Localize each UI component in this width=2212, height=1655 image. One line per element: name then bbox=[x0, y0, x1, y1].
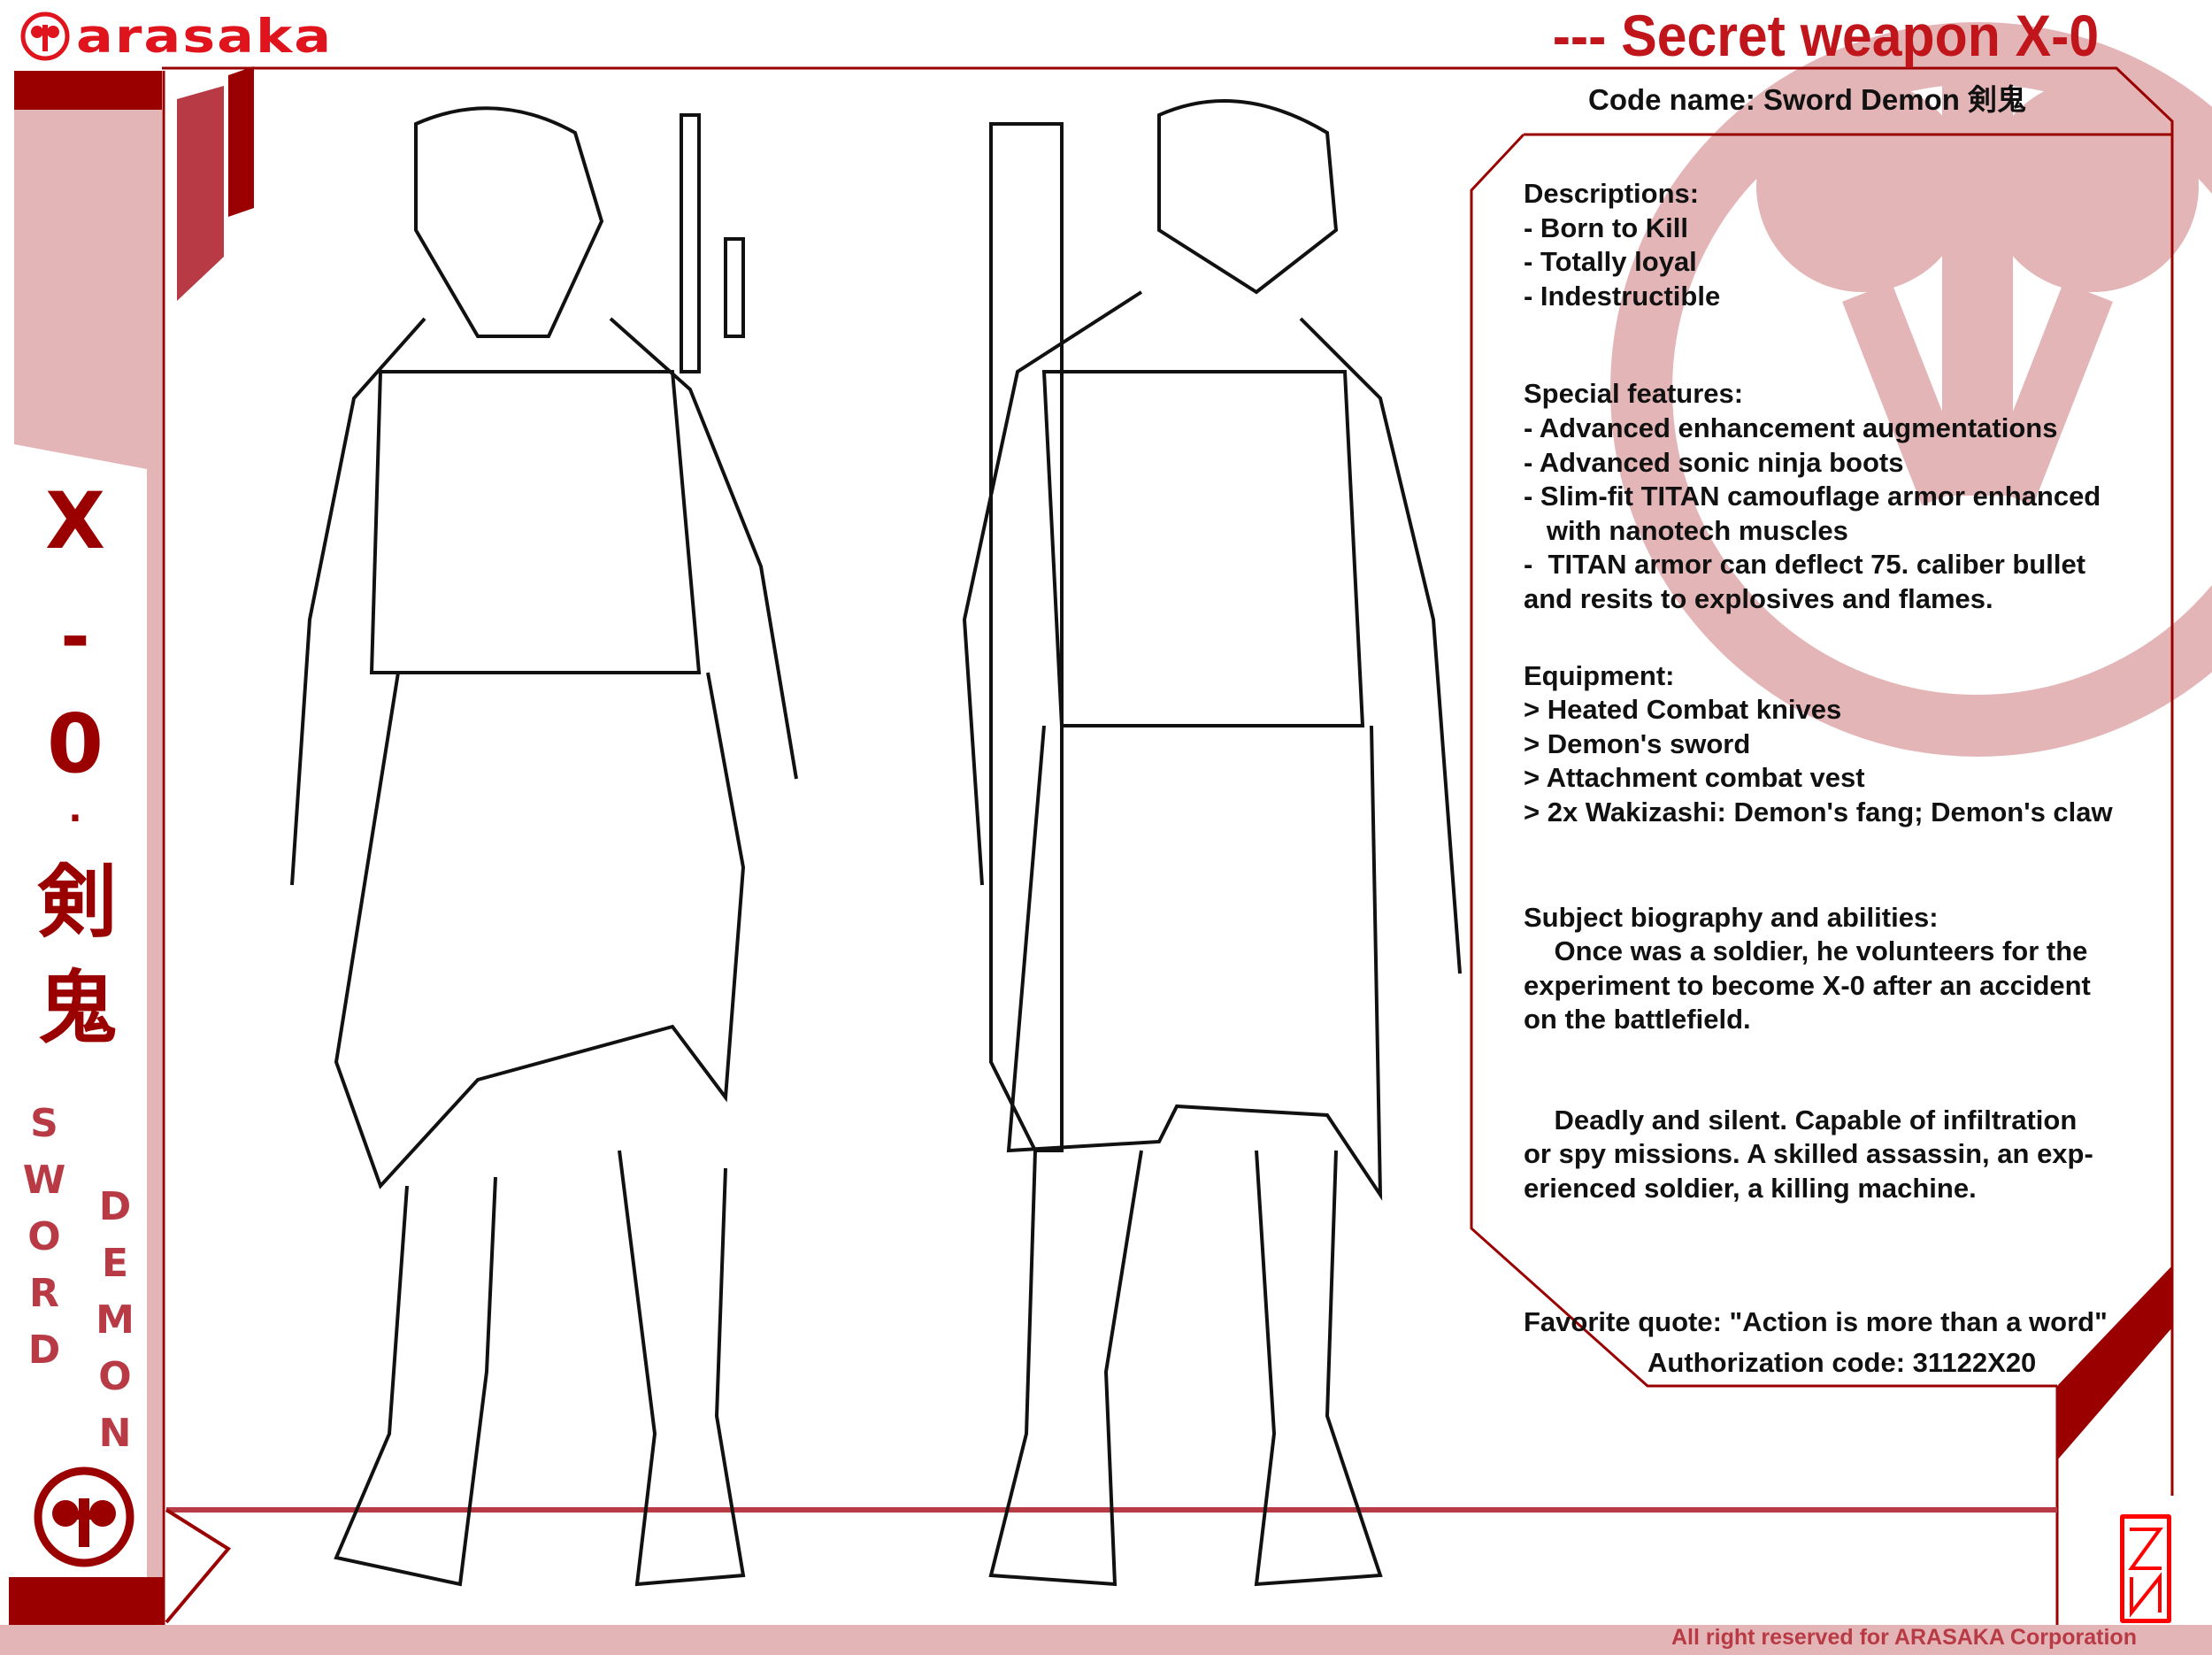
designation-dot: · bbox=[68, 798, 82, 839]
info-line: or spy missions. A skilled assassin, an … bbox=[1524, 1138, 2093, 1170]
info-line: Deadly and silent. Capable of infiltrati… bbox=[1524, 1104, 2078, 1135]
info-line: - Totally loyal bbox=[1524, 246, 1697, 278]
arasaka-emblem-icon bbox=[34, 1466, 134, 1567]
info-line: - Born to Kill bbox=[1524, 212, 1688, 243]
signature-stamp: ZИ bbox=[2120, 1514, 2171, 1623]
authorization-code: Authorization code: 31122X20 bbox=[1647, 1347, 2037, 1378]
info-line: - TITAN armor can deflect 75. caliber bu… bbox=[1524, 549, 2086, 581]
footer-band bbox=[0, 1625, 2212, 1655]
section-heading: Favorite quote: "Action is more than a w… bbox=[1524, 1305, 2108, 1337]
info-section: Special features:- Advanced enhancement … bbox=[1524, 377, 2161, 616]
info-section: Subject biography and abilities: Once wa… bbox=[1524, 901, 2161, 1037]
arasaka-emblem-icon bbox=[20, 12, 70, 61]
designation-dash: - bbox=[60, 596, 90, 678]
kanji-demon: 鬼 bbox=[37, 962, 118, 1055]
info-line: > Demon's sword bbox=[1524, 727, 1751, 759]
code-name: Code name: Sword Demon 剣鬼 bbox=[1588, 83, 2027, 116]
signature-glyph bbox=[2128, 1528, 2163, 1618]
section-heading: Descriptions: bbox=[1524, 178, 1700, 209]
arasaka-logo: arasaka bbox=[19, 9, 333, 64]
info-section: Descriptions:- Born to Kill- Totally loy… bbox=[1524, 177, 2161, 313]
info-line: Once was a soldier, he volunteers for th… bbox=[1524, 935, 2088, 967]
info-section: Favorite quote: "Action is more than a w… bbox=[1524, 1305, 2161, 1340]
logo-text: arasaka bbox=[76, 8, 334, 64]
info-line: - Indestructible bbox=[1524, 280, 1721, 312]
info-section: Deadly and silent. Capable of infiltrati… bbox=[1524, 1104, 2161, 1206]
character-back-view bbox=[962, 99, 1462, 1587]
kanji-sword: 剣 bbox=[37, 856, 118, 949]
info-line: > Attachment combat vest bbox=[1524, 762, 1865, 794]
info-line: on the battlefield. bbox=[1524, 1004, 1751, 1035]
info-line: > Heated Combat knives bbox=[1524, 694, 1842, 726]
info-panel: Descriptions:- Born to Kill- Totally loy… bbox=[1524, 177, 2161, 1339]
info-line: - Slim-fit TITAN camouflage armor enhanc… bbox=[1524, 481, 2101, 512]
section-heading: Subject biography and abilities: bbox=[1524, 901, 1939, 933]
vertical-word-sword: S W O R D bbox=[22, 1101, 66, 1373]
watermark-emblem-icon bbox=[1610, 22, 2212, 757]
info-line: erienced soldier, a killing machine. bbox=[1524, 1173, 1977, 1205]
info-line: and resits to explosives and flames. bbox=[1524, 582, 1993, 614]
character-front-view bbox=[290, 106, 798, 1587]
designation-zero: 0 bbox=[46, 697, 104, 791]
info-line: with nanotech muscles bbox=[1524, 514, 1848, 546]
info-line: - Advanced sonic ninja boots bbox=[1524, 446, 1904, 478]
info-line: experiment to become X-0 after an accide… bbox=[1524, 969, 2091, 1001]
copyright-text: All right reserved for ARASAKA Corporati… bbox=[1671, 1625, 2137, 1650]
info-line: > 2x Wakizashi: Demon's fang; Demon's cl… bbox=[1524, 796, 2113, 828]
page-title: --- Secret weapon X-0 bbox=[1552, 3, 2099, 68]
vertical-word-demon: D E M O N bbox=[96, 1184, 134, 1456]
designation-x: X bbox=[45, 475, 105, 566]
info-section: Equipment:> Heated Combat knives> Demon'… bbox=[1524, 659, 2161, 830]
section-heading: Equipment: bbox=[1524, 659, 1675, 691]
section-heading: Special features: bbox=[1524, 378, 1744, 410]
info-line: - Advanced enhancement augmentations bbox=[1524, 412, 2058, 443]
